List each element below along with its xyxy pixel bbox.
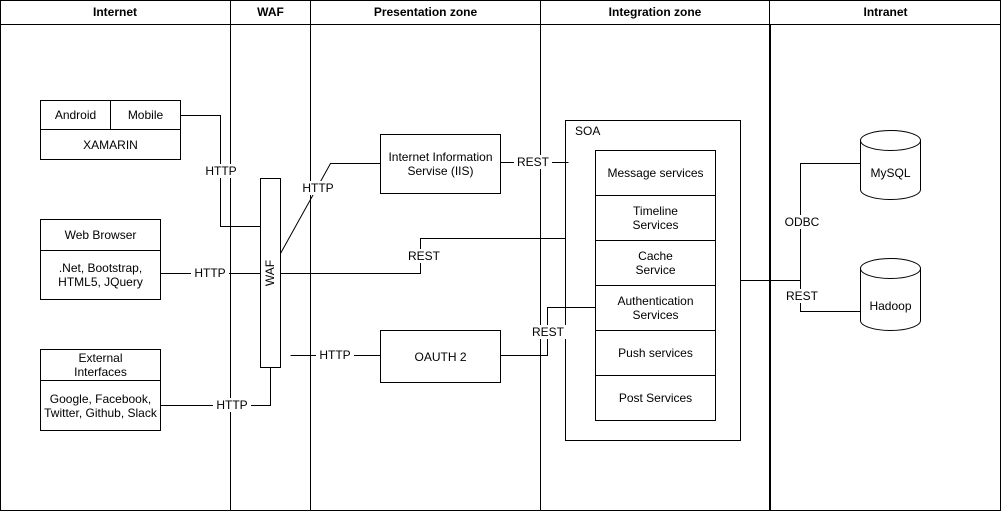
- zone-header-waf: WAF: [257, 5, 284, 19]
- soa-title: SOA: [575, 124, 601, 138]
- service-line: Cache: [638, 249, 673, 263]
- external-provider-line: Twitter, Github, Slack: [44, 405, 157, 420]
- external-title-line: External: [78, 351, 123, 365]
- waf-oauth-http-label: HTTP: [316, 348, 354, 362]
- zone-header-internet: Internet: [92, 5, 137, 19]
- hadoop-label: Hadoop: [869, 299, 912, 313]
- service-line: Authentication: [617, 294, 694, 308]
- waf-soa-rest-label: REST: [405, 249, 443, 263]
- external-waf-connector: [160, 367, 271, 406]
- waf-label: WAF: [263, 259, 277, 287]
- oauth-label: OAUTH 2: [414, 349, 467, 364]
- service-line: Services: [632, 308, 679, 322]
- post-services: Post Services: [618, 391, 693, 405]
- service-line: Service: [635, 263, 676, 277]
- service-line: Timeline: [633, 204, 678, 218]
- xamarin-label: XAMARIN: [83, 137, 138, 152]
- iis-label-line: Internet Information: [388, 150, 493, 164]
- push-services: Push services: [618, 346, 693, 360]
- mysql-label: MySQL: [870, 166, 911, 180]
- mysql-connector: [800, 163, 861, 281]
- web-tech-list: .Net, Bootstrap, HTML5, JQuery: [41, 251, 160, 299]
- waf-iis-http-label: HTTP: [299, 181, 337, 195]
- external-http-label: HTTP: [213, 398, 251, 412]
- message-services: Message services: [607, 166, 704, 180]
- external-interfaces-box: [40, 349, 161, 431]
- iis-rest-label: REST: [514, 155, 552, 169]
- web-tech-line: HTML5, JQuery: [58, 275, 143, 289]
- web-browser-title: Web Browser: [64, 228, 137, 242]
- web-browser-box: [40, 219, 161, 300]
- mysql-cylinder: [860, 140, 921, 200]
- zone-header-intranet: Intranet: [863, 5, 908, 19]
- odbc-label: ODBC: [781, 215, 823, 229]
- authentication-services: Authentication Services: [596, 286, 715, 330]
- mobile-http-label: HTTP: [202, 164, 240, 178]
- mobile-label: Mobile: [127, 108, 164, 122]
- external-providers: Google, Facebook, Twitter, Github, Slack: [41, 381, 160, 430]
- web-http-label: HTTP: [191, 266, 229, 280]
- external-interfaces-title: External Interfaces: [41, 350, 160, 380]
- external-title-line: Interfaces: [74, 365, 127, 379]
- waf-iis-connector: [280, 163, 381, 254]
- iis-label: Internet Information Servise (IIS): [381, 135, 500, 193]
- zone-header-integration: Integration zone: [608, 5, 702, 19]
- timeline-services: Timeline Services: [596, 196, 715, 240]
- cache-service: Cache Service: [596, 241, 715, 285]
- external-provider-line: Google, Facebook,: [49, 391, 152, 406]
- android-label: Android: [54, 108, 97, 122]
- oauth-box: [380, 330, 501, 383]
- zone-header-presentation: Presentation zone: [373, 5, 478, 19]
- iis-label-line: Servise (IIS): [407, 164, 474, 178]
- service-line: Services: [632, 218, 679, 232]
- hadoop-rest-label: REST: [783, 289, 821, 303]
- hadoop-cylinder: [860, 268, 921, 331]
- web-tech-line: .Net, Bootstrap,: [58, 261, 143, 275]
- oauth-rest-label: REST: [529, 325, 567, 339]
